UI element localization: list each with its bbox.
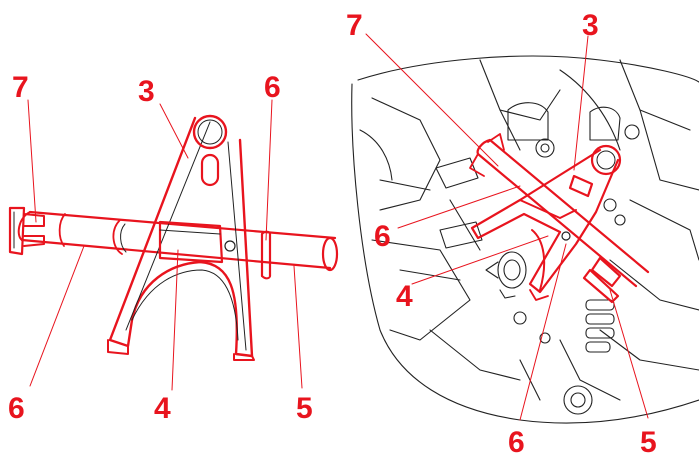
callout-labels: 7 3 6 6 4 5 7 3 6 4 6 5 [8, 9, 657, 454]
right-callout-3: 3 [582, 9, 599, 42]
installed-fork [470, 144, 622, 301]
right-callout-7: 7 [346, 9, 363, 42]
rod-collar [260, 230, 272, 280]
right-callout-6: 6 [374, 220, 391, 253]
left-callout-5: 5 [296, 392, 313, 425]
right-leader-lines [365, 33, 649, 421]
left-callout-6-top: 6 [264, 71, 281, 104]
left-callout-3: 3 [138, 75, 155, 108]
left-callout-6-bottom: 6 [8, 392, 25, 425]
fork-hub [158, 220, 236, 264]
rod-end-detent [8, 206, 45, 256]
installed-shift-rod [469, 133, 650, 304]
fork-body [107, 114, 255, 361]
right-view-installed-assembly [351, 33, 699, 424]
right-callout-6-bottom: 6 [508, 426, 525, 454]
left-leader-lines [27, 99, 303, 391]
transmission-case [351, 55, 699, 424]
right-callout-4: 4 [396, 280, 413, 313]
left-callout-4: 4 [154, 392, 171, 425]
left-view-fork-assembly [8, 99, 339, 391]
left-callout-7: 7 [12, 71, 29, 104]
right-callout-5: 5 [640, 426, 657, 454]
